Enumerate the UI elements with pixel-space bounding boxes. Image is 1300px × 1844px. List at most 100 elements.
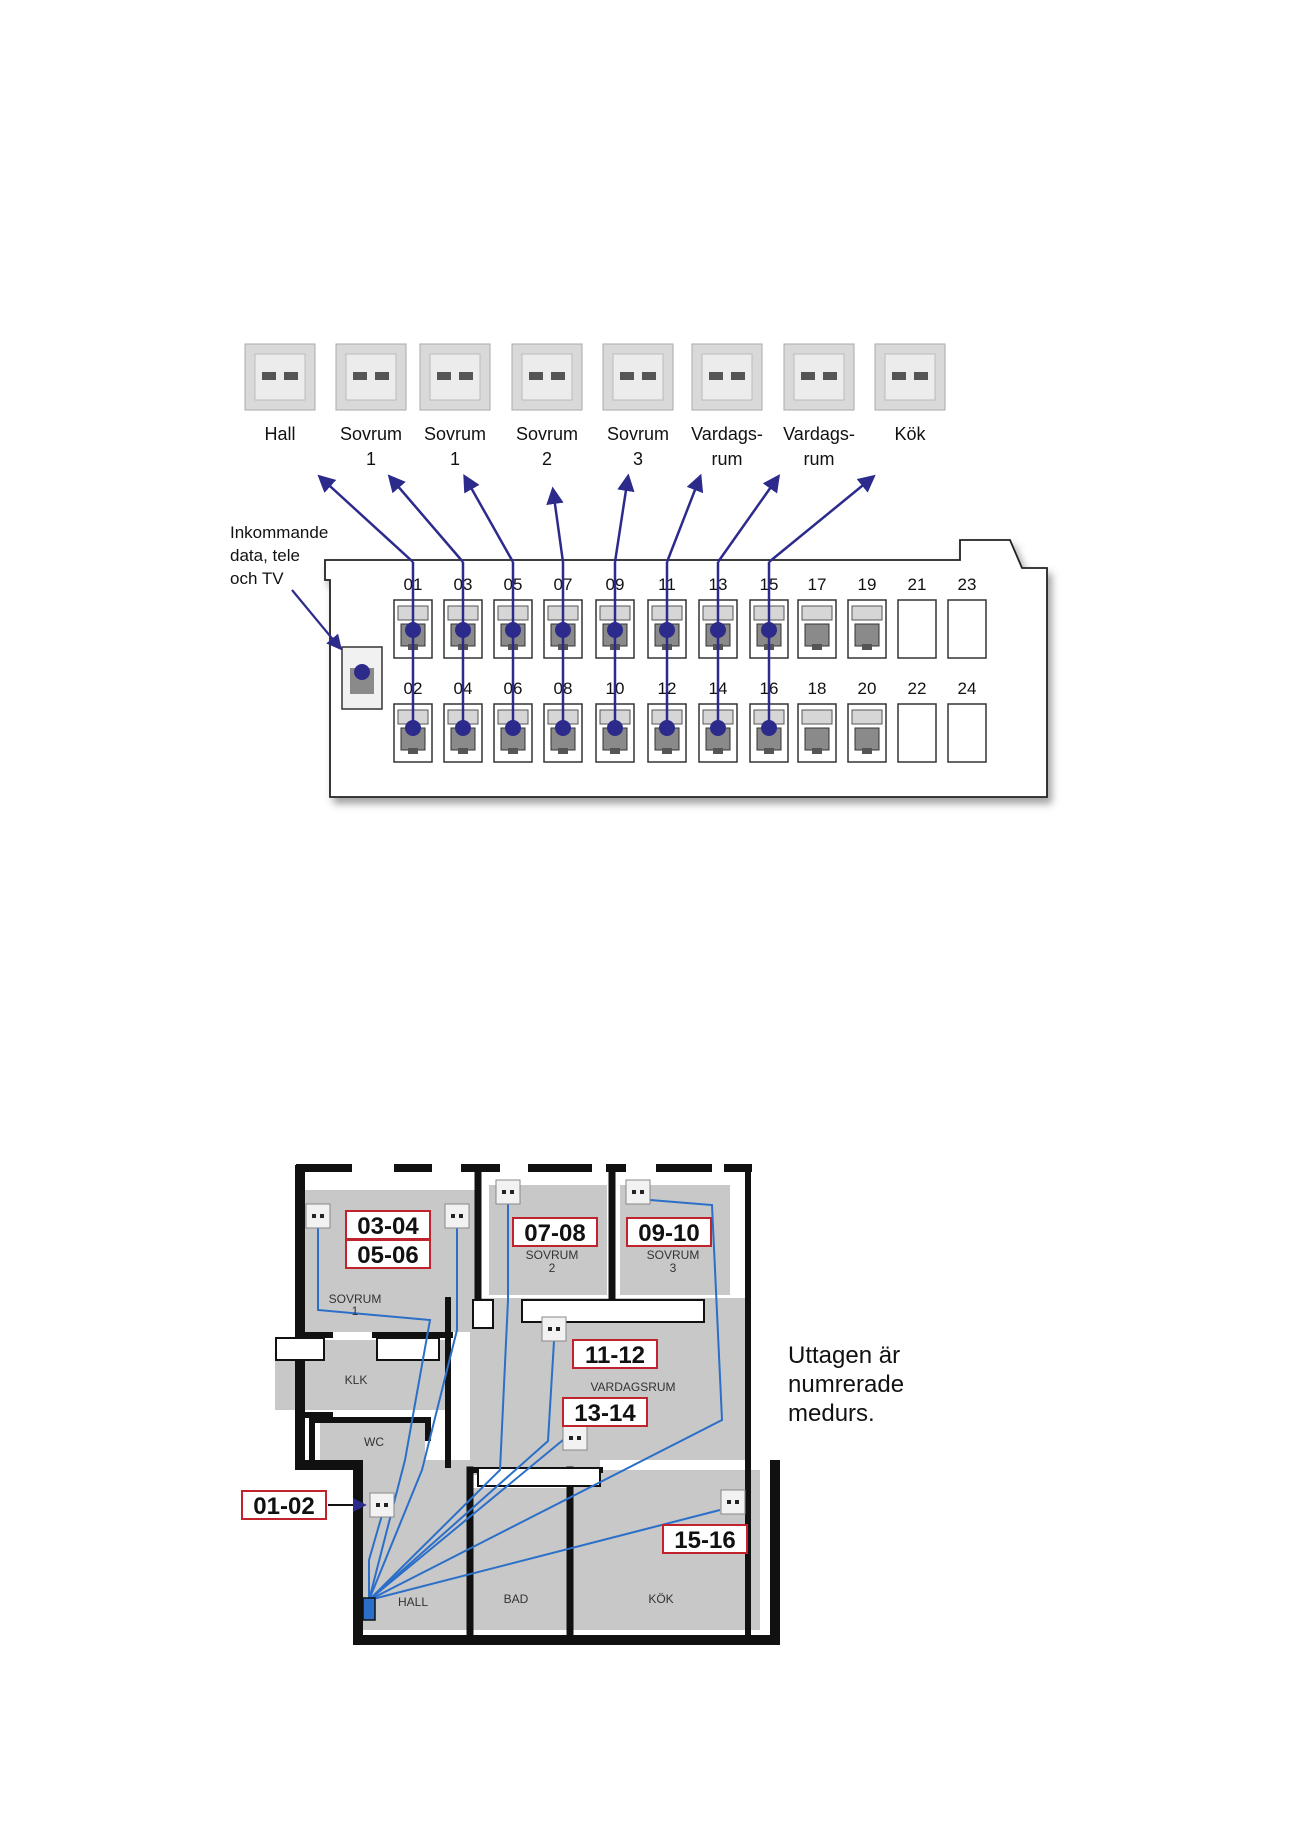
outlet-jack [502, 1190, 506, 1194]
floor-bad [470, 1488, 570, 1630]
label-box-1516 [662, 1524, 748, 1554]
wall-outlet-jack-right [642, 372, 656, 380]
cable-plug-bottom [607, 720, 623, 736]
outlet-jack [312, 1214, 316, 1218]
patch-cable-2 [387, 474, 471, 736]
cable-plug-bottom [505, 720, 521, 736]
patch-cable-3 [463, 473, 521, 736]
outlet-jack [632, 1190, 636, 1194]
block-divider [521, 1299, 705, 1323]
wall-outlet-label: Vardags- [691, 424, 763, 444]
wall-outlet-4: Sovrum 2 [511, 343, 583, 469]
wall-outlet-jack-left [437, 372, 451, 380]
incoming-line-2: data, tele [230, 546, 300, 565]
incoming-line-3: och TV [230, 569, 284, 588]
patch-port-socket [854, 727, 880, 751]
outlet-jack [577, 1436, 581, 1440]
outlet-jack [459, 1214, 463, 1218]
wall-outlet-jack-right [914, 372, 928, 380]
outlet-sovrum2 [495, 1179, 521, 1205]
cable-plug-bottom [659, 720, 675, 736]
room-klk: KLK [345, 1373, 368, 1387]
outlet-box [625, 1179, 651, 1205]
cable-diagonal [463, 473, 515, 563]
label-box-0910 [626, 1217, 712, 1247]
outlet-vardagsrum-lower [562, 1425, 588, 1451]
cable-sovrum3 [368, 1199, 724, 1601]
note-line-1: Uttagen är [788, 1342, 900, 1369]
wall-outlet-jack-left [262, 372, 276, 380]
port-number-top: 19 [858, 575, 877, 594]
wall-outlet-label-2: rum [804, 449, 835, 469]
cable-plug-top [455, 622, 471, 638]
outlet-jack [376, 1503, 380, 1507]
wall-outlet-jack-left [529, 372, 543, 380]
cable-plug-top [659, 622, 675, 638]
wall-outlet-jack-right [731, 372, 745, 380]
wall-outlet-jack-right [284, 372, 298, 380]
patch-port-tab [862, 644, 872, 650]
outlet-box [444, 1203, 470, 1229]
cable-sovrum2 [368, 1204, 509, 1601]
cable-plug-top [761, 622, 777, 638]
wall-outlet-jack-right [375, 372, 389, 380]
wall-outlet-jack-left [353, 372, 367, 380]
wall-outlet-label: Kök [894, 424, 926, 444]
floor-vardagsrum [470, 1298, 745, 1475]
cable-plug-top [405, 622, 421, 638]
cable-plug-bottom [455, 720, 471, 736]
label-box-0506 [345, 1239, 431, 1269]
cable-plug-bottom [405, 720, 421, 736]
blank-port [947, 703, 987, 763]
room-bad: BAD [504, 1592, 529, 1606]
wall-outlet-label-2: 2 [542, 449, 552, 469]
patch-panel: 0102030405060708091011121314151617181920… [324, 539, 1048, 798]
blank-port [897, 599, 937, 659]
outlet-hall [369, 1492, 395, 1518]
room-sovrum2-num: 2 [549, 1261, 556, 1275]
wall-outlet-jack-left [620, 372, 634, 380]
port-number-bottom: 20 [858, 679, 877, 698]
outlet-jack [320, 1214, 324, 1218]
block-klk-right [376, 1337, 440, 1361]
cable-diagonal [665, 473, 704, 563]
port-number-top: 21 [908, 575, 927, 594]
label-box-0304 [345, 1210, 431, 1240]
block-klk-left [275, 1337, 325, 1361]
blank-port [897, 703, 937, 763]
floor-plan-cables [317, 1199, 724, 1601]
patch-port-tab [812, 644, 822, 650]
room-vardagsrum: VARDAGSRUM [590, 1380, 675, 1394]
patch-cables [317, 473, 876, 736]
cable-plug-bottom [710, 720, 726, 736]
outlet-jack [735, 1500, 739, 1504]
incoming-label: Inkommande data, tele och TV [230, 523, 342, 651]
patch-port-tab [558, 748, 568, 754]
note-line-2: numrerade [788, 1371, 904, 1398]
block-closet [472, 1299, 494, 1329]
wall-outlet-7: Vardags-rum [783, 343, 855, 469]
cable-diagonal [768, 474, 876, 563]
wall-outlet-label: Sovrum [516, 424, 578, 444]
label-1314: 13-14 [574, 1400, 636, 1427]
block-bad-top [477, 1467, 601, 1487]
wall-outlet-jack-left [801, 372, 815, 380]
patch-port-tab [862, 748, 872, 754]
label-0910: 09-10 [638, 1220, 699, 1247]
outlet-vardagsrum-upper [541, 1316, 567, 1342]
label-box-0708 [512, 1217, 598, 1247]
cable-plug-top [710, 622, 726, 638]
wall-outlet-jack-right [551, 372, 565, 380]
label-1112: 11-12 [585, 1342, 645, 1369]
cable-hall [368, 1514, 383, 1600]
room-labels: SOVRUM 1 SOVRUM 2 SOVRUM 3 KLK WC VARDAG… [329, 1248, 700, 1609]
label-0304: 03-04 [357, 1213, 419, 1240]
room-sovrum3-num: 3 [670, 1261, 677, 1275]
patch-cable-8 [761, 474, 876, 736]
